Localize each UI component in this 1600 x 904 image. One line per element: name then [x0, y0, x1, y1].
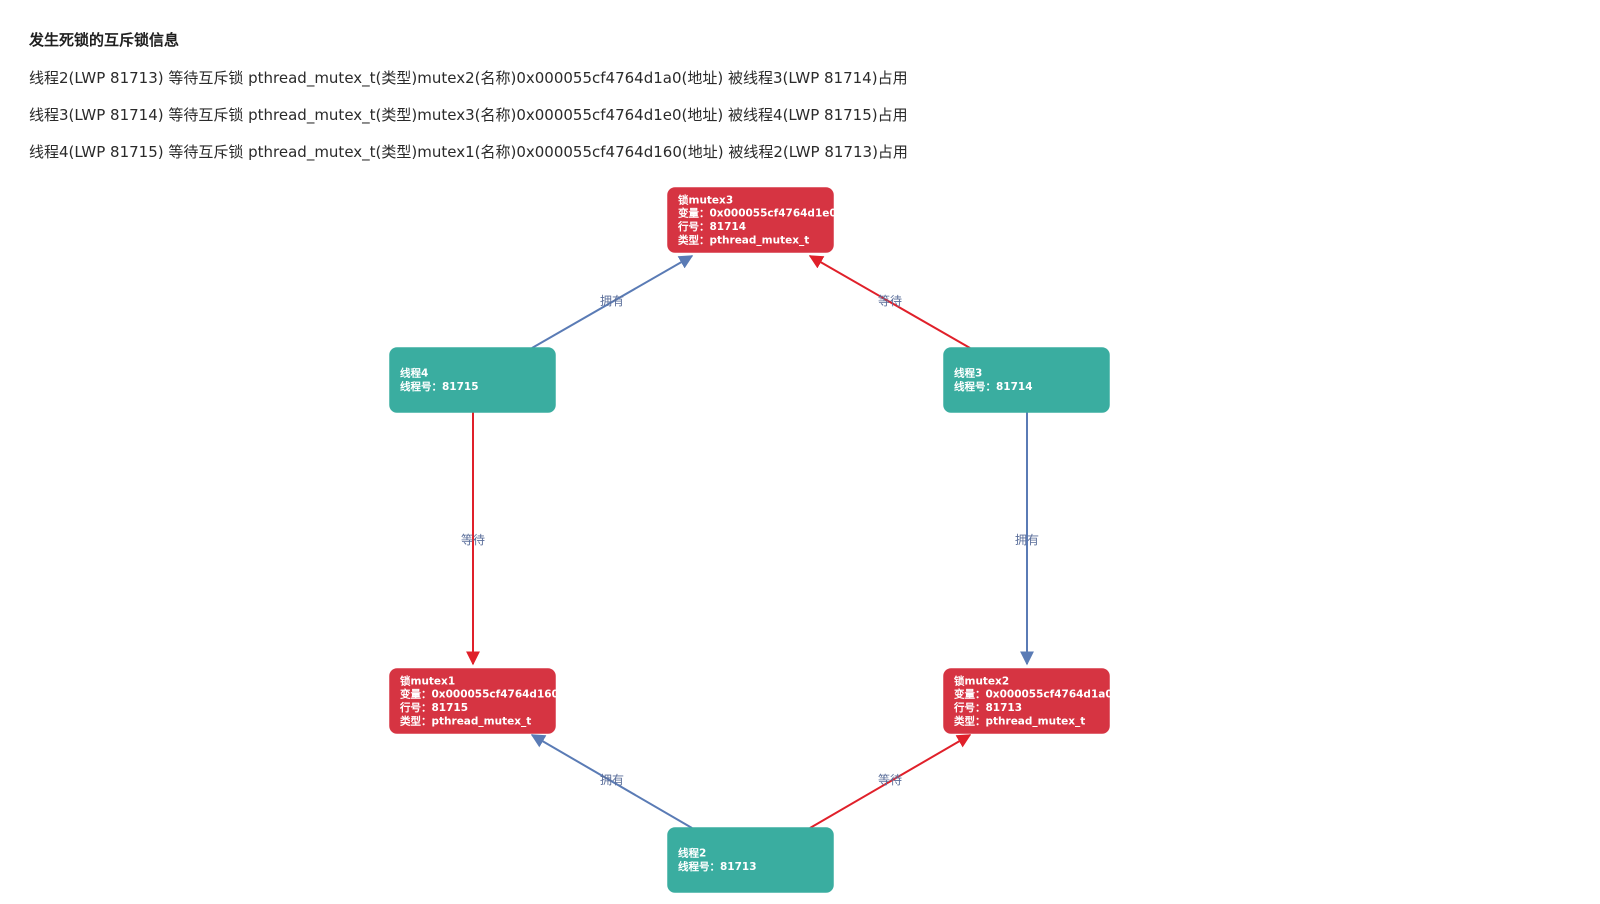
mutex-node-line: 锁mutex2: [954, 674, 1009, 687]
mutex-node-line: 行号：81713: [953, 701, 1022, 714]
thread-node-line: 线程3: [954, 367, 982, 380]
mutex-node-box[interactable]: [389, 668, 556, 734]
edge-line-owns: [530, 734, 693, 829]
edge-line-owns: [531, 255, 694, 349]
mutex-node-line: 锁mutex3: [678, 193, 733, 206]
node-mutex3[interactable]: 锁mutex3变量：0x000055cf4764d1e0行号：81714类型：p…: [667, 187, 837, 253]
thread-node-box[interactable]: [667, 827, 834, 893]
edge-thread4-mutex1: 等待: [461, 412, 485, 666]
thread-node-line: 线程号：81715: [400, 380, 479, 393]
mutex-node-line: 锁mutex1: [400, 674, 455, 687]
edge-thread3-mutex2: 拥有: [1015, 412, 1039, 666]
node-mutex2[interactable]: 锁mutex2变量：0x000055cf4764d1a0行号：81713类型：p…: [943, 668, 1113, 734]
edge-line-waits: [808, 255, 971, 349]
info-line-thread3: 线程3(LWP 81714) 等待互斥锁 pthread_mutex_t(类型)…: [29, 106, 908, 124]
thread-node-line: 线程4: [400, 367, 428, 380]
info-line-thread4: 线程4(LWP 81715) 等待互斥锁 pthread_mutex_t(类型)…: [29, 143, 908, 161]
thread-node-line: 线程号：81714: [954, 380, 1033, 393]
info-title: 发生死锁的互斥锁信息: [29, 31, 180, 49]
mutex-node-line: 类型：pthread_mutex_t: [400, 714, 531, 727]
edge-thread4-mutex3: 拥有: [531, 255, 694, 349]
mutex-node-line: 行号：81715: [399, 701, 468, 714]
edge-label-owns: 拥有: [600, 294, 624, 308]
mutex-node-line: 变量：0x000055cf4764d160: [400, 688, 559, 701]
thread-node-box[interactable]: [943, 347, 1110, 413]
mutex-node-line: 类型：pthread_mutex_t: [678, 233, 809, 246]
edge-label-waits: 等待: [878, 294, 902, 308]
mutex-node-line: 类型：pthread_mutex_t: [954, 714, 1085, 727]
mutex-node-box[interactable]: [943, 668, 1110, 734]
mutex-node-line: 变量：0x000055cf4764d1e0: [678, 207, 837, 220]
info-line-thread2: 线程2(LWP 81713) 等待互斥锁 pthread_mutex_t(类型)…: [29, 69, 908, 87]
edge-thread3-mutex3: 等待: [808, 255, 971, 349]
mutex-node-box[interactable]: [667, 187, 834, 253]
edge-label-waits: 等待: [461, 533, 485, 547]
edge-thread2-mutex2: 等待: [809, 734, 972, 829]
thread-node-line: 线程号：81713: [678, 860, 757, 873]
edge-label-owns: 拥有: [600, 773, 624, 787]
node-mutex1[interactable]: 锁mutex1变量：0x000055cf4764d160行号：81715类型：p…: [389, 668, 559, 734]
thread-node-box[interactable]: [389, 347, 556, 413]
edge-label-waits: 等待: [878, 773, 902, 787]
nodes-layer: 锁mutex3变量：0x000055cf4764d1e0行号：81714类型：p…: [389, 187, 1113, 893]
mutex-node-line: 变量：0x000055cf4764d1a0: [954, 688, 1113, 701]
edge-line-waits: [809, 734, 972, 829]
edges-layer: 拥有等待等待拥有拥有等待: [461, 255, 1039, 829]
edge-label-owns: 拥有: [1015, 533, 1039, 547]
thread-node-line: 线程2: [678, 847, 706, 860]
mutex-node-line: 行号：81714: [677, 220, 746, 233]
edge-thread2-mutex1: 拥有: [530, 734, 693, 829]
